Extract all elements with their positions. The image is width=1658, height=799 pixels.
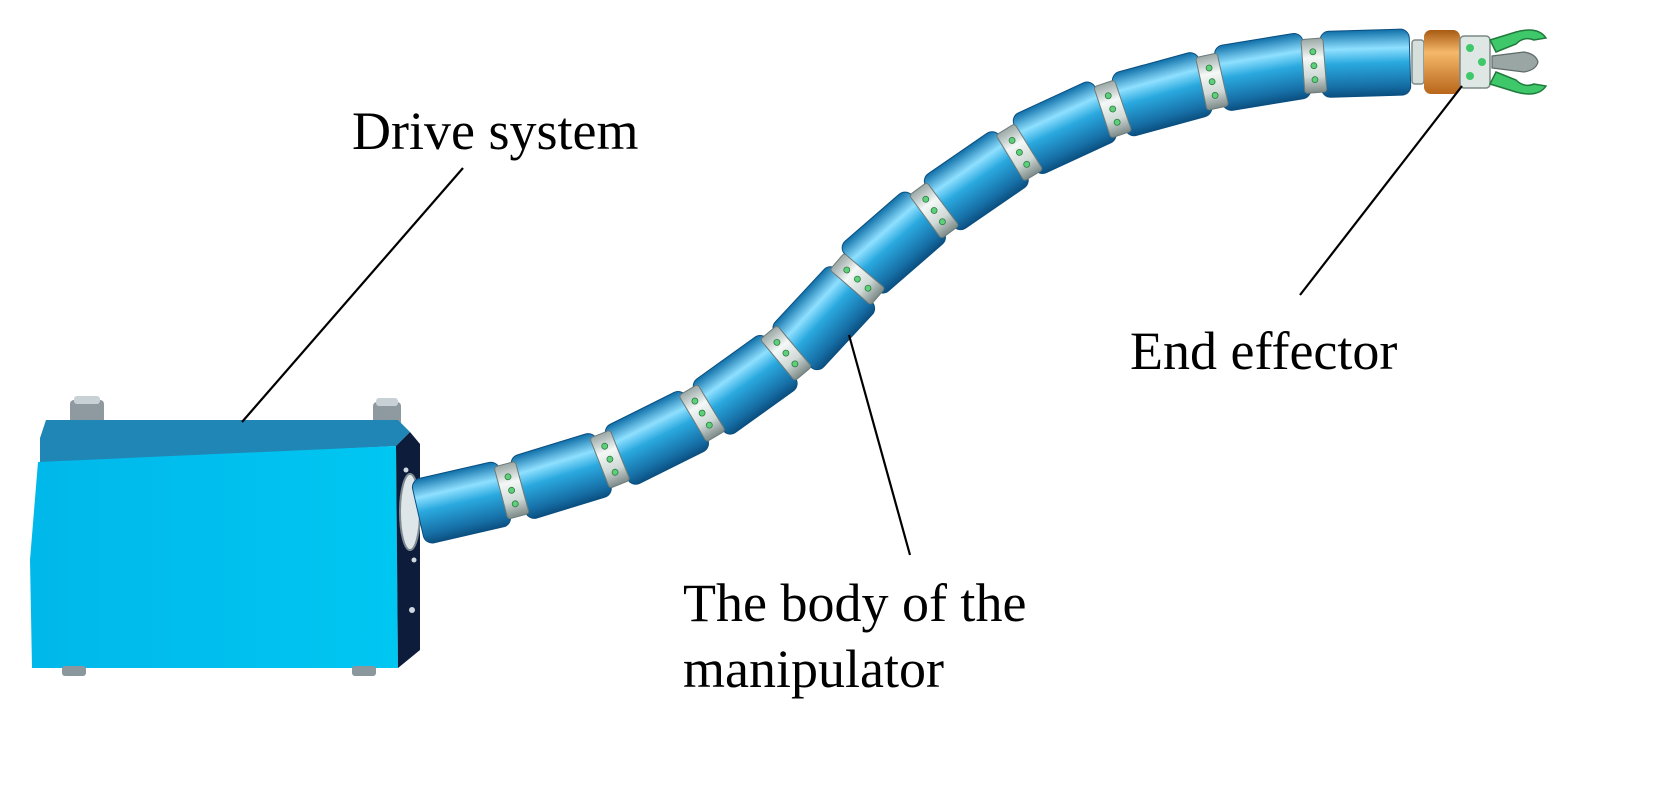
arm-joint xyxy=(909,182,959,239)
arm-joint xyxy=(760,326,811,381)
manipulator-body xyxy=(411,28,1412,544)
arm-joint xyxy=(996,124,1043,181)
label-manipulator-body: The body of the manipulator xyxy=(683,570,1026,702)
label-body-line-1: The body of the xyxy=(683,573,1027,633)
housing-front-face xyxy=(30,446,398,668)
effector-mount xyxy=(1411,39,1425,85)
label-end-effector: End effector xyxy=(1130,321,1398,381)
housing-foot xyxy=(352,666,376,676)
arm-segment xyxy=(1319,28,1412,98)
arm-joint xyxy=(1195,53,1229,111)
arm-joint xyxy=(830,253,885,305)
arm-joint xyxy=(590,430,630,488)
label-drive-system: Drive system xyxy=(352,101,639,161)
gripper-finger-middle xyxy=(1491,51,1539,73)
arm-segment xyxy=(1214,32,1312,111)
leader-line-drive-system xyxy=(241,167,464,423)
housing-knob xyxy=(376,398,398,406)
end-effector xyxy=(1411,29,1548,95)
housing-top-face xyxy=(40,420,410,464)
drive-system-housing xyxy=(30,396,421,676)
leader-line-end-effector xyxy=(1299,85,1463,296)
arm-joint xyxy=(1300,37,1328,94)
leader-lines xyxy=(241,85,1463,556)
housing-foot xyxy=(62,666,86,676)
gripper-finger-lower xyxy=(1488,71,1548,95)
housing-knob xyxy=(70,400,104,426)
effector-ring xyxy=(1424,30,1460,94)
gripper-finger-upper xyxy=(1488,29,1548,53)
label-body-line-2: manipulator xyxy=(683,639,944,699)
arm-joint xyxy=(679,384,725,442)
leader-line-body xyxy=(847,334,912,556)
arm-joint xyxy=(1093,80,1132,138)
arm-joint xyxy=(494,461,530,520)
housing-knob xyxy=(74,396,100,404)
